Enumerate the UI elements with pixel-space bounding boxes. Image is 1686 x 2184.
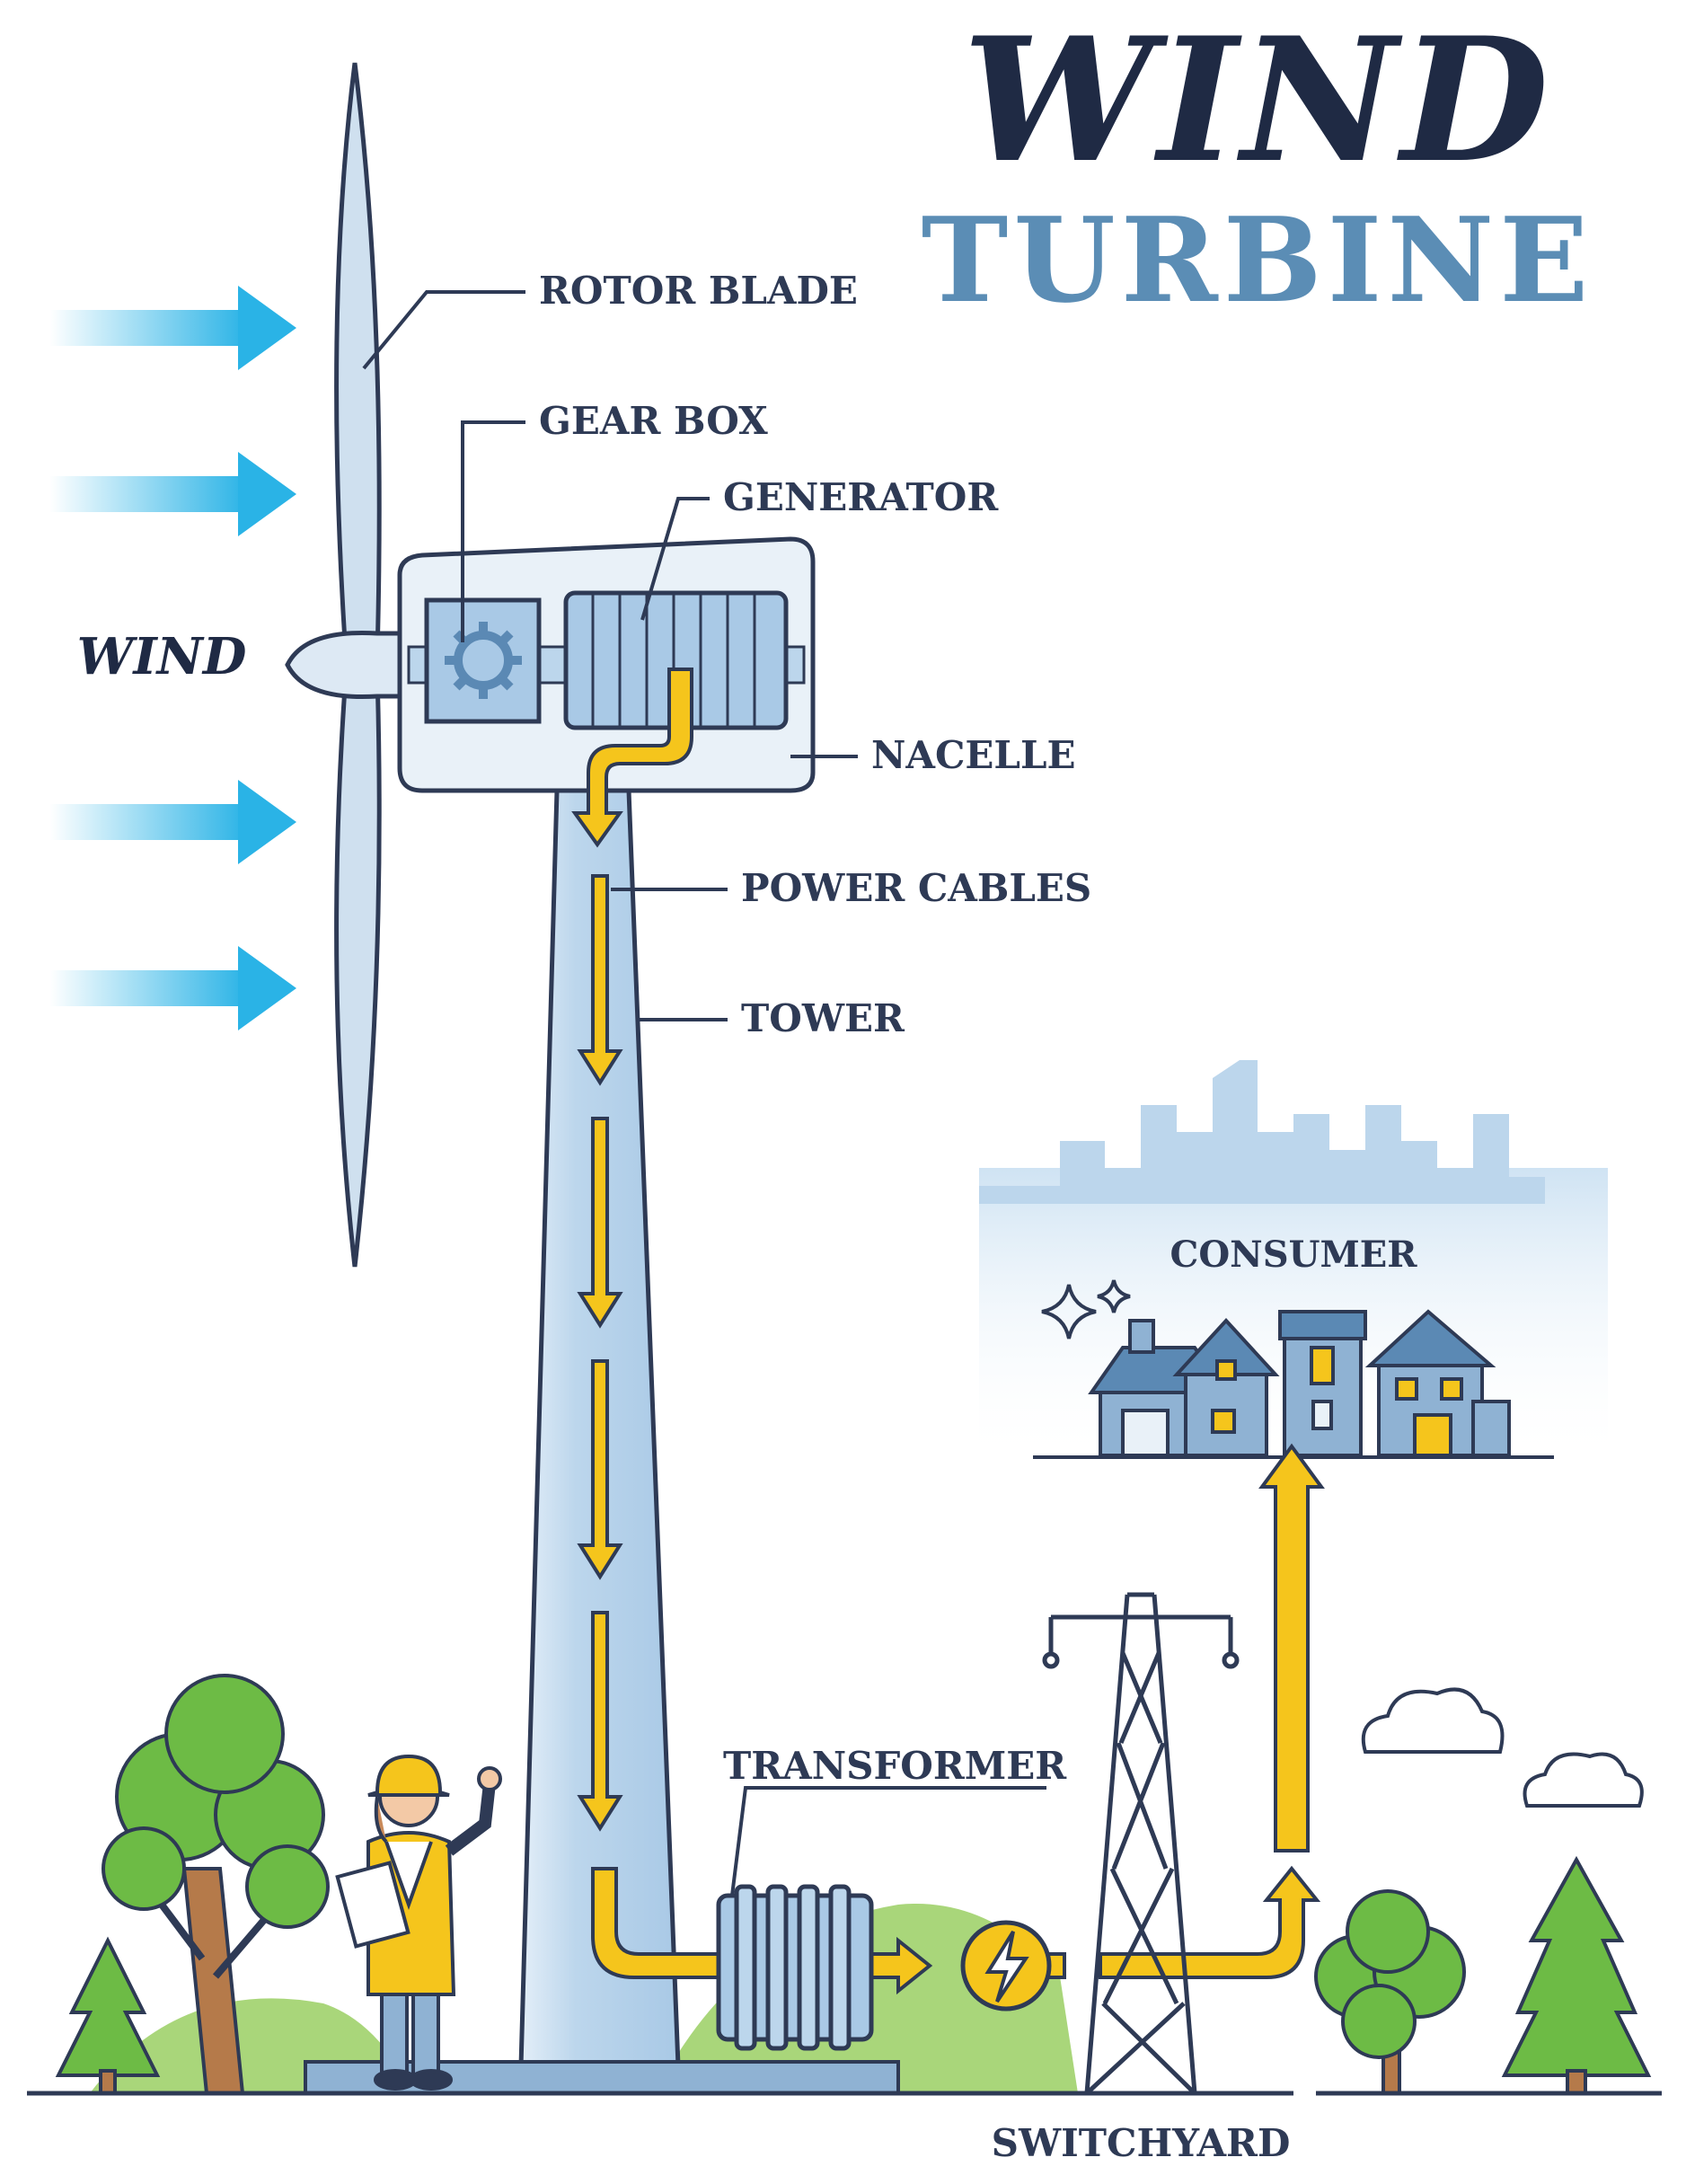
house-icon — [1278, 1310, 1367, 1457]
rotor-hub — [285, 630, 411, 700]
label-transformer: TRANSFORMER — [723, 1744, 1067, 1788]
leader-lines — [362, 290, 1046, 1897]
switch-unit — [960, 1920, 1052, 2012]
sparkle-icon — [1041, 1279, 1131, 1340]
house-icon — [1364, 1309, 1511, 1457]
label-nacelle: NACELLE — [871, 733, 1076, 777]
label-gear-box: GEAR BOX — [539, 399, 768, 443]
transformer — [716, 1884, 874, 2051]
house-icon — [1172, 1318, 1280, 1457]
label-tower: TOWER — [741, 996, 905, 1040]
worker-icon — [335, 1754, 502, 2091]
tree-icon — [1501, 1855, 1652, 2095]
label-generator: GENERATOR — [723, 475, 999, 519]
cloud-icon — [1361, 1687, 1505, 1754]
title-turbine: TURBINE — [922, 191, 1594, 329]
wind-arrow-icon — [49, 286, 296, 370]
gear-box — [424, 597, 542, 724]
tree-icon — [55, 1936, 161, 2095]
label-wind: WIND — [77, 627, 247, 686]
power-cable-arrow — [577, 874, 623, 1086]
cloud-icon — [1523, 1752, 1644, 1808]
switchyard-pylon — [1042, 1592, 1240, 2095]
label-consumer: CONSUMER — [1170, 1233, 1417, 1276]
label-rotor-blade: ROTOR BLADE — [539, 269, 858, 313]
rotor-blade — [334, 62, 382, 1268]
tree-icon — [1314, 1889, 1466, 2095]
title-wind: WIND — [963, 0, 1553, 200]
lightning-icon — [984, 1930, 1029, 2003]
wind-arrow-icon — [49, 780, 296, 864]
wind-arrow-icon — [49, 452, 296, 536]
power-cable-arrow — [577, 1117, 623, 1329]
label-power-cables: POWER CABLES — [741, 866, 1091, 910]
power-cable-arrow — [577, 1611, 623, 1832]
power-cable-arrow — [577, 1359, 623, 1580]
wind-arrows — [49, 286, 296, 1030]
houses — [1088, 1309, 1511, 1457]
tree-icon — [102, 1674, 330, 2095]
wind-arrow-icon — [49, 946, 296, 1030]
label-switchyard: SWITCHYARD — [992, 2121, 1291, 2165]
